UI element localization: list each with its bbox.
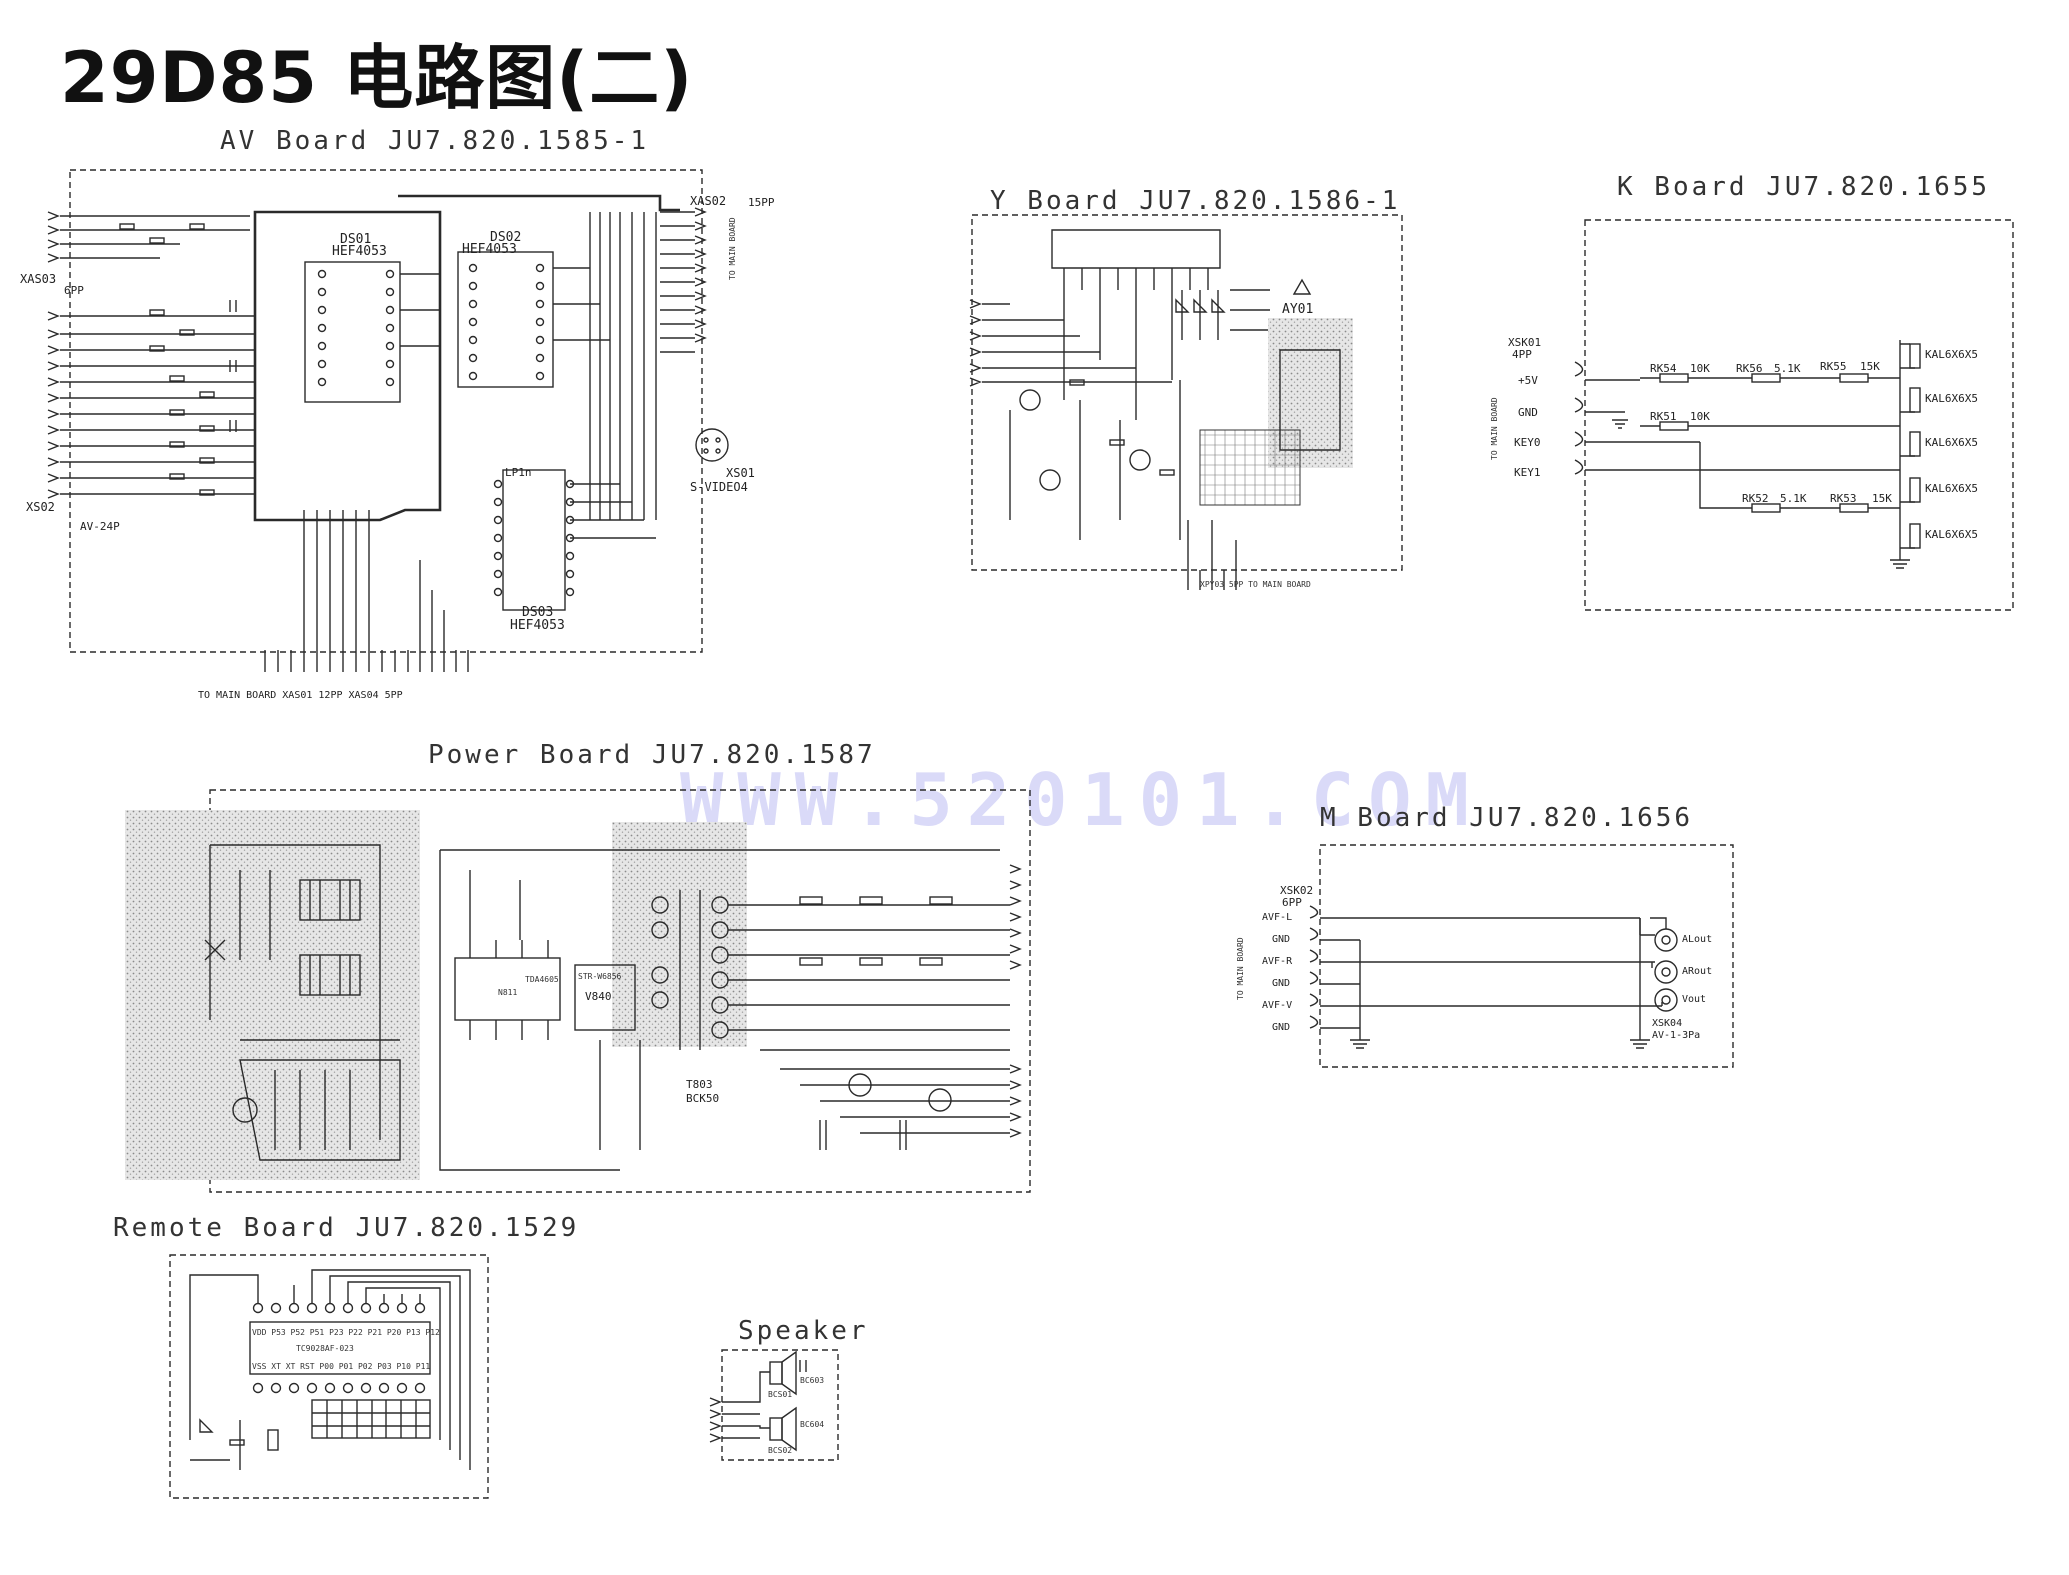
power-primary-shading: [125, 810, 420, 1180]
av-left-connectors: [47, 211, 255, 499]
m-pin-4: GND: [1272, 978, 1291, 989]
y-bottom-label: XPY03 5PP TO MAIN BOARD: [1200, 580, 1311, 589]
speaker-bcs01: BCS01: [768, 1390, 793, 1399]
remote-chip: TC9028AF-023: [296, 1344, 354, 1353]
rk55-val: 15K: [1860, 360, 1880, 373]
watermark: WWW.520101.COM: [680, 758, 1483, 842]
av-components: [119, 223, 237, 496]
rk55-ref: RK55: [1820, 360, 1847, 373]
t803-type: BCK50: [686, 1092, 720, 1105]
ds01-label: DS01: [340, 232, 372, 247]
av-bottom-connectors: [264, 510, 469, 672]
xsk04-type: AV-1-3Pa: [1652, 1030, 1701, 1041]
av-board-label: AV Board JU7.820.1585-1: [220, 126, 650, 156]
rk53-ref: RK53: [1830, 492, 1857, 505]
v840-ref: V840: [585, 990, 612, 1003]
xs01-label: XS01: [726, 466, 755, 480]
k-to-main: TO MAIN BOARD: [1490, 397, 1499, 460]
ds01-chip: HEF4053: [332, 244, 387, 259]
m-pin-6: GND: [1272, 1022, 1291, 1033]
m-pin-5: AVF-V: [1262, 1000, 1293, 1011]
ds01-pins: [317, 269, 395, 387]
m-board-label: M Board JU7.820.1656: [1320, 803, 1694, 833]
ds02-pins: [468, 263, 545, 381]
key-1: KAL6X6X5: [1925, 348, 1978, 361]
rk51-ref: RK51: [1650, 410, 1677, 423]
key-3: KAL6X6X5: [1925, 436, 1978, 449]
ds03-label: DS03: [522, 605, 554, 620]
speaker-label: Speaker: [738, 1316, 869, 1346]
xsk04-label: XSK04: [1652, 1018, 1683, 1029]
rk56-val: 5.1K: [1774, 362, 1801, 375]
key-2: KAL6X6X5: [1925, 392, 1978, 405]
ds03-pins: [493, 479, 575, 597]
power-board-label: Power Board JU7.820.1587: [428, 740, 876, 770]
v840-chip: STR-W6856: [578, 972, 622, 981]
m-out-2: ARout: [1682, 966, 1713, 977]
rk52-val: 5.1K: [1780, 492, 1807, 505]
k-pin-4: KEY1: [1514, 466, 1541, 479]
ay01-label: AY01: [1282, 302, 1314, 317]
key-5: KAL6X6X5: [1925, 528, 1978, 541]
k-pin-2: GND: [1518, 406, 1538, 419]
xsk01-label: XSK01: [1508, 336, 1542, 349]
k-pin-3: KEY0: [1514, 436, 1541, 449]
rk53-val: 15K: [1872, 492, 1892, 505]
speaker-bc604: BC604: [800, 1420, 825, 1429]
n811-chip: TDA4605: [525, 975, 559, 984]
m-pin-2: GND: [1272, 934, 1291, 945]
xas02-pins: 15PP: [748, 196, 775, 209]
lp-label: LP1n: [505, 466, 532, 479]
xs02-type: AV-24P: [80, 520, 120, 533]
svideo-connector: [695, 428, 729, 462]
remote-bottom-pins: VSS XT XT RST P00 P01 P02 P03 P10 P11: [252, 1362, 431, 1371]
xas02-label: XAS02: [690, 194, 727, 208]
m-pin-1: AVF-L: [1262, 912, 1293, 923]
remote-board-label: Remote Board JU7.820.1529: [113, 1213, 580, 1243]
speaker-bc603: BC603: [800, 1376, 825, 1385]
rk54-ref: RK54: [1650, 362, 1677, 375]
k-pin-1: +5V: [1518, 374, 1538, 387]
xsk02-label: XSK02: [1280, 884, 1314, 897]
xsk01-pins: 4PP: [1512, 348, 1532, 361]
rk54-val: 10K: [1690, 362, 1710, 375]
av-right-bus: [400, 207, 707, 539]
key-4: KAL6X6X5: [1925, 482, 1978, 495]
xas03-pins: 6PP: [64, 284, 84, 297]
remote-top-pins: VDD P53 P52 P51 P23 P22 P21 P20 P13 P12: [252, 1328, 440, 1337]
t803-label: T803: [686, 1078, 713, 1091]
av-to-main: TO MAIN BOARD: [728, 217, 737, 280]
ds02-label: DS02: [490, 230, 522, 245]
m-to-main: TO MAIN BOARD: [1236, 937, 1245, 1000]
k-board-label: K Board JU7.820.1655: [1617, 172, 1991, 202]
m-out-1: ALout: [1682, 934, 1713, 945]
xs02-label: XS02: [26, 500, 55, 514]
rk51-val: 10K: [1690, 410, 1710, 423]
xs01-type: S-VIDEO4: [690, 480, 748, 494]
page-title: 29D85 电路图(二): [60, 37, 694, 119]
ds02-chip: HEF4053: [462, 242, 517, 257]
n811-ref: N811: [498, 988, 518, 997]
av-bottom-label: TO MAIN BOARD XAS01 12PP XAS04 5PP: [198, 690, 403, 701]
xas03-label: XAS03: [20, 272, 57, 286]
ds03-chip: HEF4053: [510, 618, 565, 633]
y-board-label: Y Board JU7.820.1586-1: [990, 186, 1401, 216]
rk52-ref: RK52: [1742, 492, 1769, 505]
m-out-3: Vout: [1682, 994, 1707, 1005]
rk56-ref: RK56: [1736, 362, 1763, 375]
speaker-bcs02: BCS02: [768, 1446, 793, 1455]
m-pin-3: AVF-R: [1262, 956, 1293, 967]
xsk02-pins: 6PP: [1282, 896, 1302, 909]
